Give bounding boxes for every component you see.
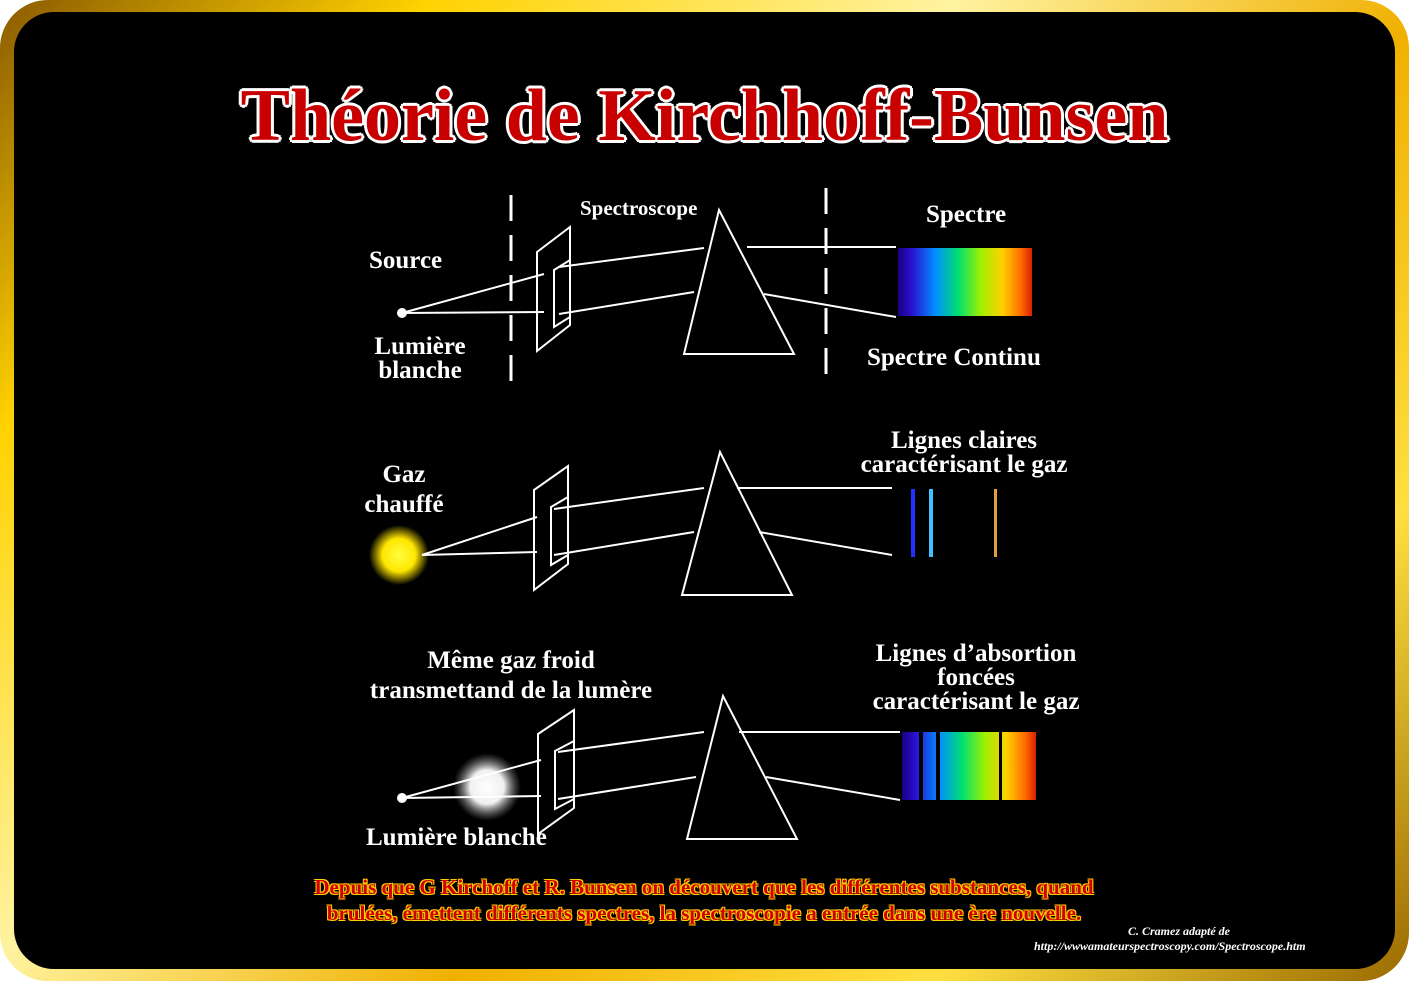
caption-line1: Depuis que G Kirchoff et R. Bunsen on dé… — [314, 875, 1094, 899]
row3-cold-gas-cloud — [453, 753, 521, 821]
bright-lines-label: Lignes claires caractérisant le gaz — [844, 427, 1084, 478]
row3-prism — [685, 693, 799, 840]
row2-hot-gas-glow — [369, 525, 429, 585]
credit-line2: http://wwwamateurspectroscopy.com/Spectr… — [1034, 939, 1306, 953]
credit-line1: C. Cramez adapté de — [1128, 924, 1230, 938]
absorption-lines-line3: caractérisant le gaz — [872, 688, 1080, 715]
row1-continuous-spectrum — [898, 248, 1032, 316]
row2-collimator — [533, 464, 569, 593]
row3-absorption-spectrum — [902, 732, 1036, 800]
bright-lines-line1: Lignes claires — [890, 427, 1038, 454]
row3-light-rays — [401, 731, 901, 801]
row3-collimator — [537, 708, 575, 836]
row1-light-rays — [401, 246, 897, 318]
caption-line2: brulées, émettent différents spectres, l… — [326, 901, 1082, 925]
hot-gas-label: Gaz chauffé — [354, 460, 454, 520]
white-light-line2: blanche — [378, 357, 462, 384]
bright-lines-line2: caractérisant le gaz — [860, 451, 1068, 478]
diagram-title: Théorie de Kirchhoff-Bunsen — [240, 75, 1169, 157]
spectrum-label: Spectre — [926, 201, 1007, 228]
bottom-caption: Depuis que G Kirchoff et R. Bunsen on dé… — [184, 874, 1224, 926]
cold-gas-label: Même gaz froid transmettand de la lumère — [354, 646, 668, 706]
row3-white-light-label: Lumière blanche — [366, 824, 547, 851]
continuous-spectrum-label: Spectre Continu — [867, 344, 1041, 371]
white-light-line1: Lumière — [374, 333, 466, 360]
absorption-lines-line1: Lignes d’absortion — [875, 640, 1077, 667]
absorption-lines-line2: foncées — [937, 664, 1015, 691]
source-label: Source — [369, 247, 443, 274]
row1-collimator — [536, 224, 571, 354]
row2-light-rays — [421, 487, 893, 556]
absorption-lines-label: Lignes d’absortion foncées caractérisant… — [856, 640, 1096, 715]
spectroscope-label: Spectroscope — [580, 196, 698, 220]
cold-gas-line2: transmettand de la lumère — [369, 677, 653, 704]
row1-prism — [682, 207, 796, 355]
cold-gas-line1: Même gaz froid — [427, 647, 595, 674]
diagram-graphics — [369, 188, 1036, 840]
hot-gas-line2: chauffé — [364, 491, 444, 518]
hot-gas-line1: Gaz — [382, 461, 426, 488]
diagram-panel: Théorie de Kirchhoff-Bunsen Spectroscope… — [14, 12, 1395, 969]
white-light-label: Lumière blanche — [370, 333, 470, 384]
row2-prism — [680, 449, 794, 596]
row2-emission-lines — [911, 489, 997, 557]
